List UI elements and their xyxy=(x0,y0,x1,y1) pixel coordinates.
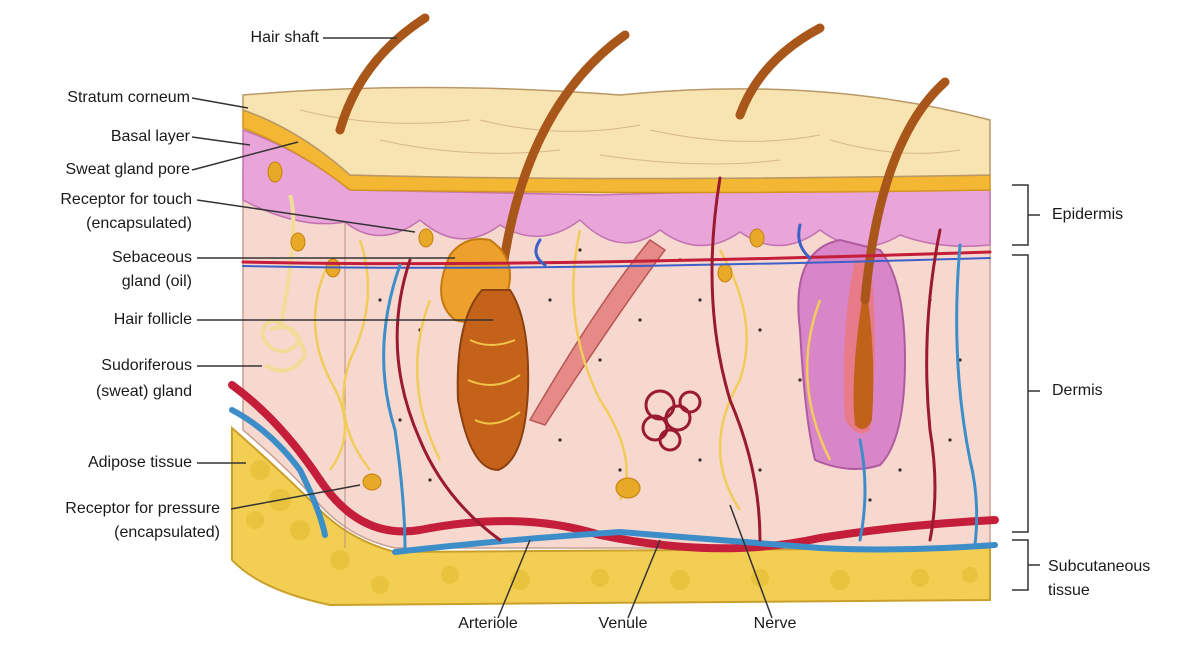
label-sebaceous: Sebaceous xyxy=(112,246,192,270)
label-sebaceous-sub: gland (oil) xyxy=(122,270,192,294)
label-venule: Venule xyxy=(573,612,673,636)
label-adipose-tissue: Adipose tissue xyxy=(88,451,192,475)
label-receptor-touch: Receptor for touch xyxy=(60,188,192,212)
label-subcutaneous: Subcutaneous xyxy=(1048,555,1150,579)
label-stratum-corneum: Stratum corneum xyxy=(67,86,190,110)
label-sweat-gland-pore: Sweat gland pore xyxy=(65,158,190,182)
label-hair-shaft: Hair shaft xyxy=(251,26,319,50)
label-hair-follicle: Hair follicle xyxy=(114,308,192,332)
label-nerve: Nerve xyxy=(730,612,820,636)
layer-brackets xyxy=(1012,185,1040,590)
label-receptor-pressure-sub: (encapsulated) xyxy=(114,521,220,545)
label-subcutaneous-sub: tissue xyxy=(1048,579,1090,603)
label-arteriole: Arteriole xyxy=(433,612,543,636)
label-sudoriferous: Sudoriferous xyxy=(101,354,192,378)
label-epidermis: Epidermis xyxy=(1052,203,1123,227)
label-basal-layer: Basal layer xyxy=(111,125,190,149)
label-dermis: Dermis xyxy=(1052,379,1103,403)
label-sudoriferous-sub: (sweat) gland xyxy=(96,380,192,404)
right-hair-follicle xyxy=(798,240,905,469)
label-receptor-pressure: Receptor for pressure xyxy=(65,497,220,521)
label-receptor-touch-sub: (encapsulated) xyxy=(86,212,192,236)
